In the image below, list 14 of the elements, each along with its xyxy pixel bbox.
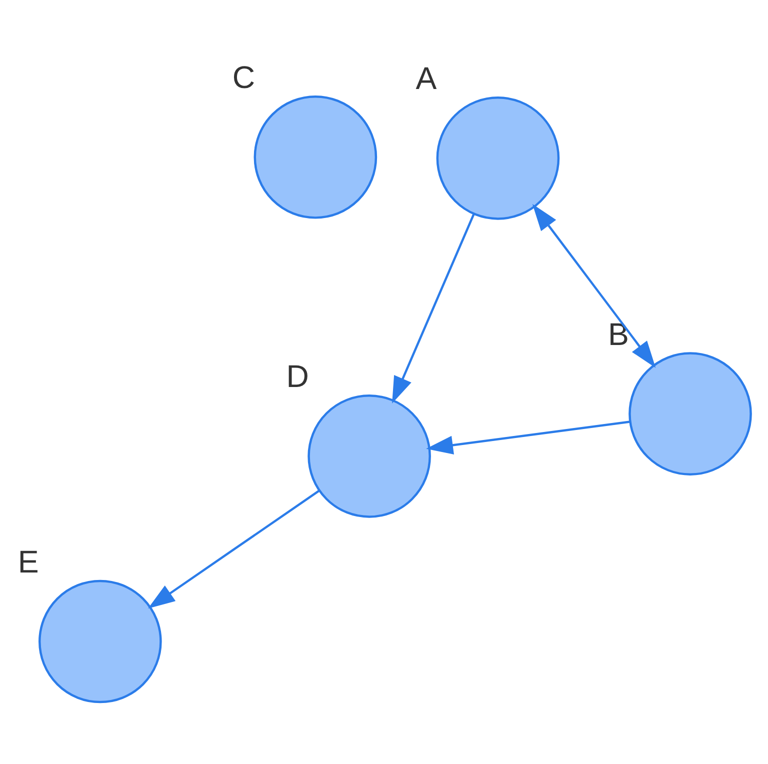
- node-circle: [628, 352, 752, 475]
- node-circle: [38, 579, 162, 703]
- node-circle: [308, 394, 431, 518]
- arrow: [532, 203, 656, 368]
- node-circle: [254, 94, 378, 218]
- arrow: [148, 489, 320, 608]
- arrow: [392, 213, 475, 403]
- node-label: C: [232, 60, 256, 95]
- node-label: A: [416, 60, 437, 96]
- node-circle: [436, 96, 560, 220]
- arrow: [426, 420, 630, 454]
- node-label: B: [608, 316, 629, 352]
- node-label: D: [286, 358, 309, 394]
- node-label: E: [18, 544, 39, 579]
